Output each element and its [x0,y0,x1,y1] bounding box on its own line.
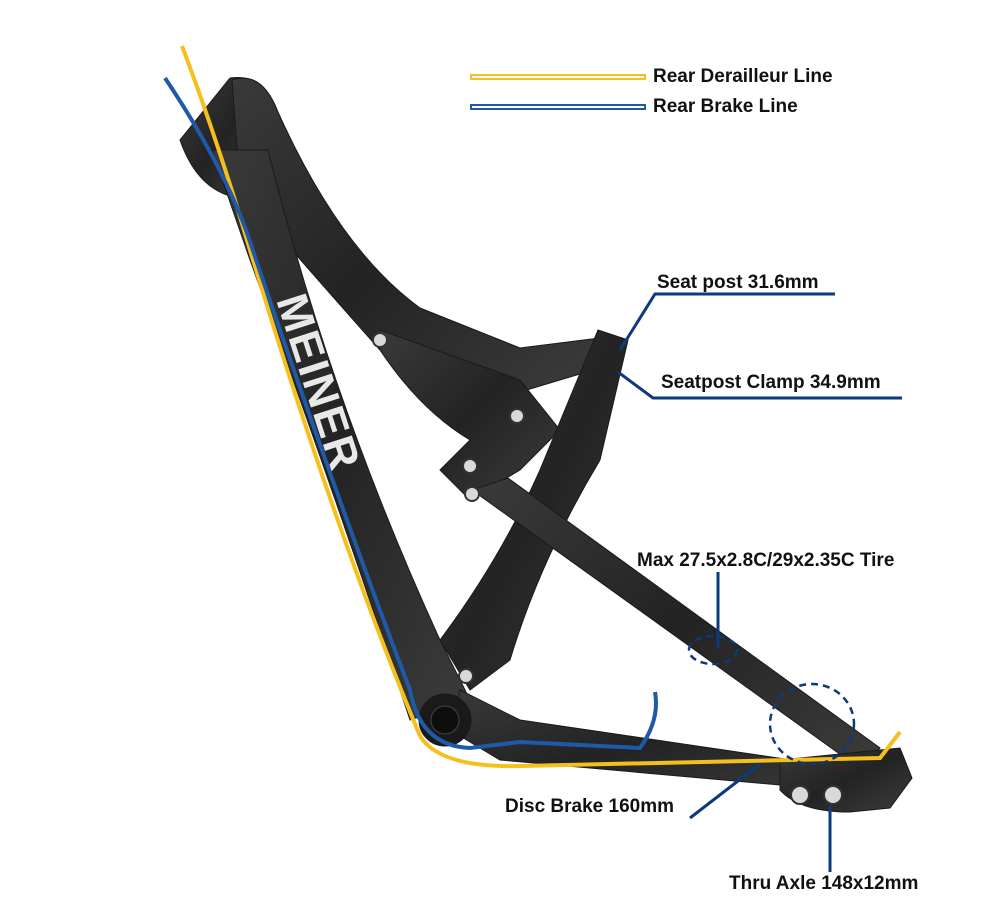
seatstay [470,477,881,771]
callout-seat-post: Seat post 31.6mm [657,272,819,293]
legend-label-brake: Rear Brake Line [653,96,798,117]
frame [179,77,913,813]
rear-brake-line [163,76,658,750]
callout-disc-brake: Disc Brake 160mm [505,796,674,817]
pivot-bolts [372,332,843,805]
callout-tire: Max 27.5x2.8C/29x2.35C Tire [637,550,895,571]
callout-leaders [617,292,902,872]
callout-circles [687,634,856,766]
callout-seatpost-clamp: Seatpost Clamp 34.9mm [661,372,881,393]
callout-thru-axle: Thru Axle 148x12mm [729,873,919,894]
legend-swatch-derailleur [470,74,646,80]
legend-swatch-brake [470,104,646,110]
rear-derailleur-line [180,45,902,769]
legend-label-derailleur: Rear Derailleur Line [653,66,833,87]
